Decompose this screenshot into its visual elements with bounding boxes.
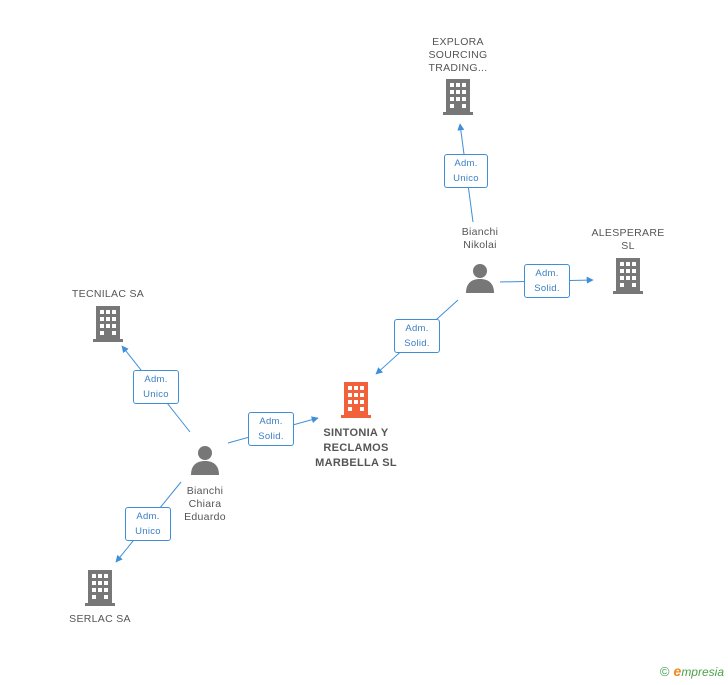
relation-role: Adm. [454,158,478,169]
relation-box-nikolai-sintonia[interactable]: Adm. Solid. [394,319,440,353]
relation-role: Adm. [144,374,168,385]
building-icon [85,570,115,606]
node-sintonia-label: SINTONIA Y RECLAMOS MARBELLA SL [315,427,397,469]
relation-type: Solid. [404,338,430,349]
node-nikolai-label: Bianchi Nikolai [461,226,499,251]
relation-role: Adm. [136,511,160,522]
relation-role: Adm. [259,416,283,427]
brand-logo: empresia [674,663,724,679]
node-explora[interactable]: EXPLORA SOURCING TRADING... [410,36,506,120]
building-icon [341,382,371,418]
node-nikolai[interactable]: Bianchi Nikolai [440,226,520,298]
node-eduardo[interactable]: Bianchi Chiara Eduardo [165,445,245,524]
relation-type: Solid. [258,431,284,442]
brand-initial: e [673,663,682,679]
copyright-symbol: © [659,663,670,679]
building-icon [443,79,473,115]
node-sintonia[interactable]: SINTONIA Y RECLAMOS MARBELLA SL [300,382,412,471]
relation-box-eduardo-tecnilac[interactable]: Adm. Unico [133,370,179,404]
node-eduardo-label: Bianchi Chiara Eduardo [184,485,226,523]
node-explora-label: EXPLORA SOURCING TRADING... [428,36,488,74]
relation-type: Unico [143,389,169,400]
relation-type: Solid. [534,283,560,294]
brand-footer: © empresia [660,663,724,679]
relation-type: Unico [453,173,479,184]
node-tecnilac[interactable]: TECNILAC SA [58,288,158,347]
person-icon [466,264,494,293]
brand-name: mpresia [681,665,724,679]
relation-box-nikolai-explora[interactable]: Adm. Unico [444,154,488,188]
relation-box-eduardo-serlac[interactable]: Adm. Unico [125,507,171,541]
node-serlac-label: SERLAC SA [69,613,131,625]
relation-type: Unico [135,526,161,537]
relation-box-eduardo-sintonia[interactable]: Adm. Solid. [248,412,294,446]
node-alesperare[interactable]: ALESPERARE SL [580,227,676,299]
relation-role: Adm. [405,323,429,334]
relation-box-nikolai-alesperare[interactable]: Adm. Solid. [524,264,570,298]
building-icon [93,306,123,342]
relation-role: Adm. [535,268,559,279]
building-icon [613,258,643,294]
node-tecnilac-label: TECNILAC SA [71,288,145,300]
person-icon [191,446,219,475]
node-alesperare-label: ALESPERARE SL [591,227,665,252]
node-serlac[interactable]: SERLAC SA [50,570,150,626]
